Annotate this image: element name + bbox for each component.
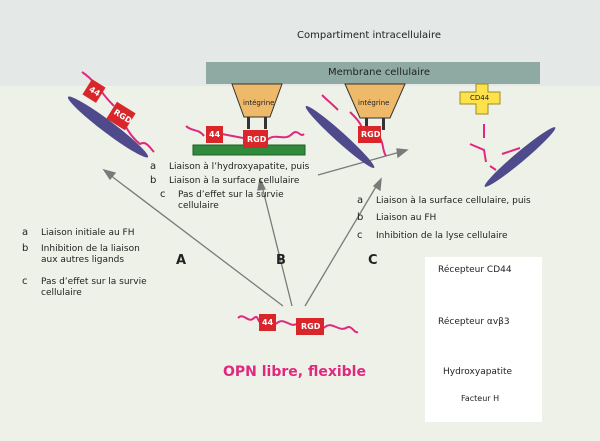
legend-hydroxyapatite-label: Hydroxyapatite [443, 367, 513, 377]
site44-box-b [206, 126, 223, 143]
rgd-label-b: RGD [247, 135, 267, 144]
legend-cd44-label: Récepteur CD44 [438, 265, 512, 275]
pathway-letter-c: C [368, 253, 378, 268]
pathway-letter-b: B [276, 253, 286, 268]
arrow-a [109, 174, 284, 307]
list-mid-item-a: Liaison à l’hydroxyapatite, puis [169, 162, 310, 172]
arrow-c [304, 184, 378, 307]
opn-strand-d [469, 124, 521, 171]
integrin1-label: intégrine [243, 99, 275, 107]
rgd-box-c [358, 126, 381, 143]
list-right-letter-c: c [357, 230, 363, 241]
cd44-shape [459, 83, 501, 115]
site44-label-free: 44 [262, 318, 274, 327]
membrane-bar [206, 62, 540, 84]
legend-integrin-label: Récepteur αvβ3 [438, 317, 510, 327]
rgd-box-free [296, 318, 324, 335]
arrow-bc [317, 151, 401, 176]
arrow-b [261, 185, 293, 307]
list-left-item-a: Liaison initiale au FH [41, 228, 135, 238]
list-left-letter-c: c [22, 276, 28, 287]
integrin2-stem-left [365, 118, 368, 130]
rgd-label-c: RGD [361, 130, 381, 139]
rgd-label-free: RGD [301, 322, 321, 331]
list-left-item-b: Inhibition de la liaison aux autres liga… [41, 244, 140, 265]
list-mid-letter-b: b [150, 175, 157, 186]
membrane-label: Membrane cellulaire [328, 67, 431, 78]
rgd-box-b [243, 130, 268, 148]
integrin2-shape [344, 83, 406, 119]
list-right-letter-a: a [357, 195, 364, 206]
integrin1-stem-right [264, 117, 267, 129]
list-left-letter-a: a [22, 227, 29, 238]
legend-box [425, 257, 542, 422]
integrin2-stem-right [382, 118, 385, 130]
site44-box-a [82, 79, 106, 103]
rgd-box-a [106, 101, 136, 131]
legend-factor-label: Facteur H [461, 394, 500, 403]
site44-label-b: 44 [209, 130, 221, 139]
integrin1-stem-left [247, 117, 250, 129]
site44-box-free [259, 314, 276, 331]
factor-h-rod-a [67, 96, 149, 158]
arrow-bc-head [396, 148, 409, 159]
factor-h-rod-c [305, 105, 375, 169]
opn-strand-b [185, 125, 305, 141]
arrow-a-head [102, 168, 117, 181]
list-right-item-c: Inhibition de la lyse cellulaire [376, 231, 508, 241]
main-title: OPN libre, flexible [223, 364, 366, 380]
list-right-letter-b: b [357, 212, 364, 223]
pathway-letter-a: A [176, 253, 187, 268]
arrow-c-head [372, 177, 382, 192]
compartment-label: Compartiment intracellulaire [297, 30, 442, 41]
list-mid-item-b: Liaison à la surface cellulaire [169, 176, 300, 186]
list-mid-item-c: Pas d’effet sur la survie cellulaire [178, 190, 284, 211]
list-left-letter-b: b [22, 243, 29, 254]
cd44-label: CD44 [470, 94, 490, 102]
integrin1-shape [231, 83, 283, 118]
opn-strand-free [237, 315, 359, 334]
list-mid-letter-c: c [160, 189, 166, 200]
arrow-b-head [257, 176, 266, 191]
list-right-item-b: Liaison au FH [376, 213, 437, 223]
list-left-item-c: Pas d’effet sur la survie cellulaire [41, 277, 147, 298]
list-right-item-a: Liaison à la surface cellulaire, puis [376, 196, 531, 206]
factor-h-rod-d [484, 127, 556, 187]
list-mid-letter-a: a [150, 161, 157, 172]
integrin2-label: intégrine [358, 99, 390, 107]
